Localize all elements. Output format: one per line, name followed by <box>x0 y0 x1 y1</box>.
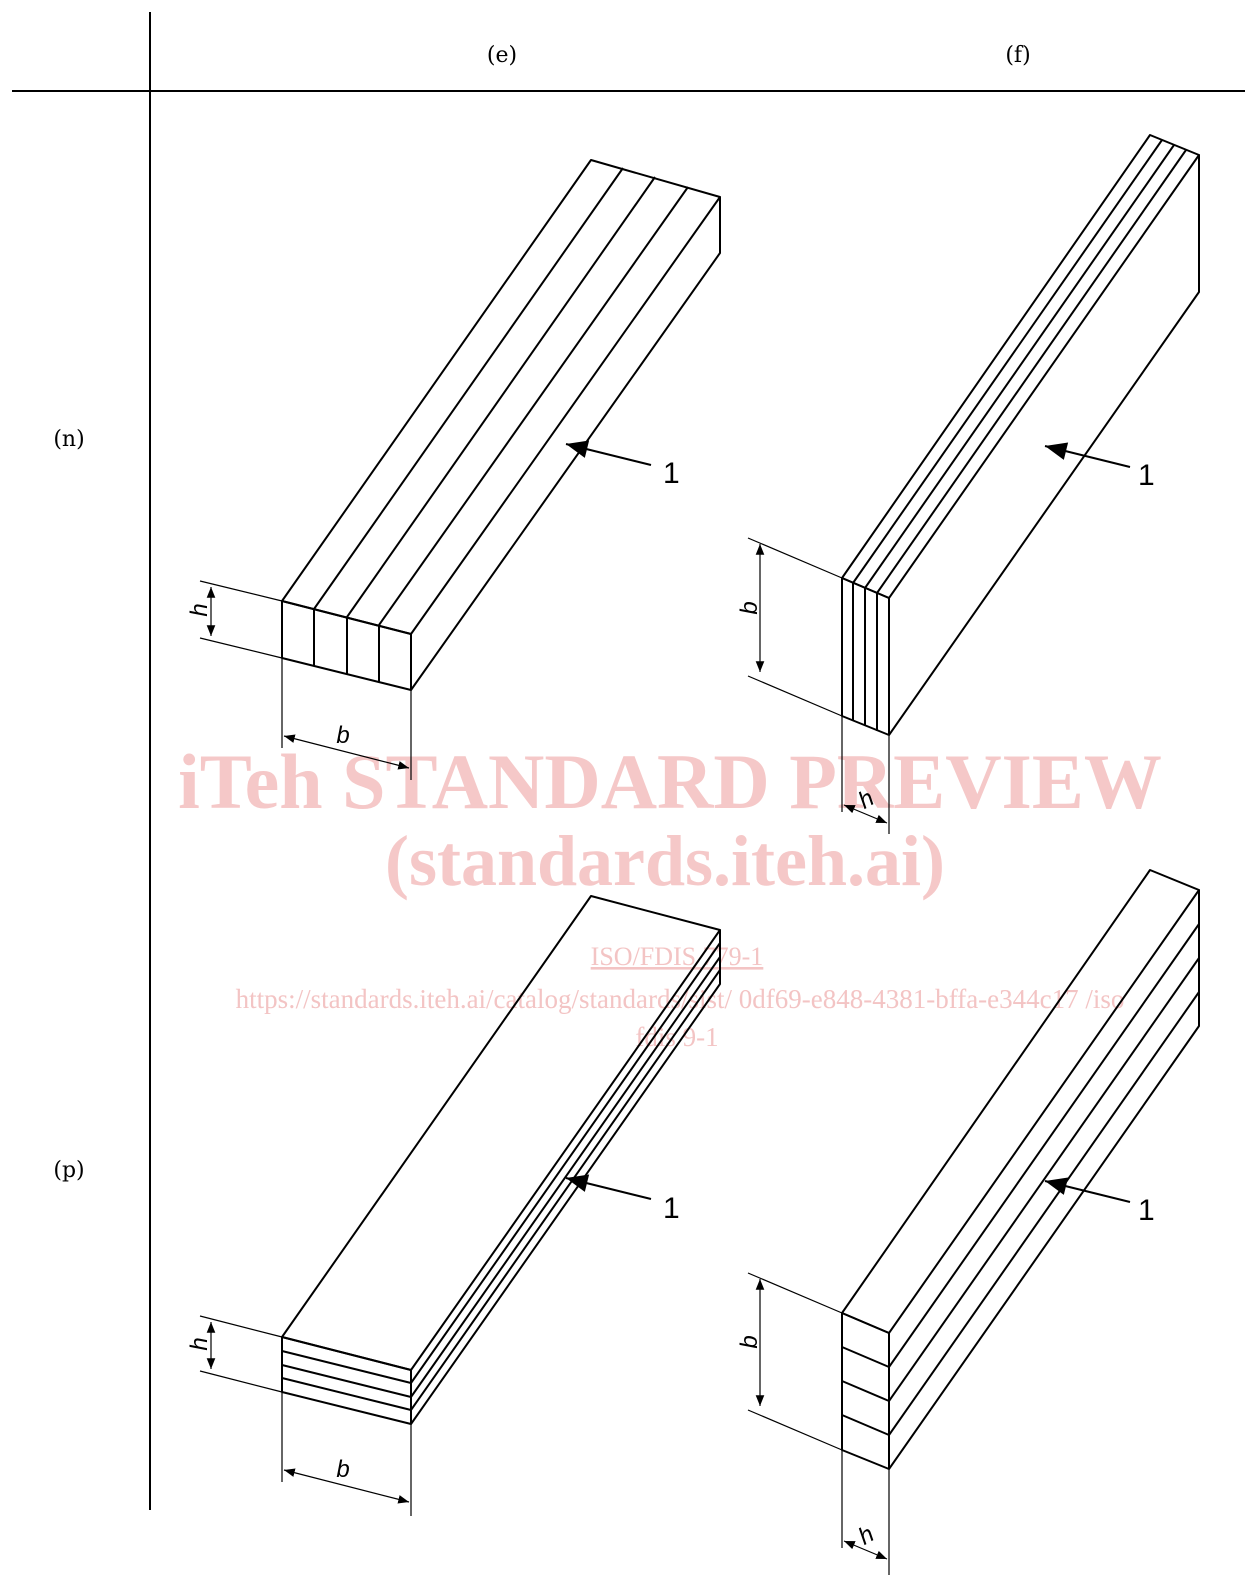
column-header-f: (f) <box>1005 43 1030 68</box>
lamella-line <box>888 957 1200 1402</box>
width-dimension-arrow <box>283 734 410 770</box>
width-dimension-label: b <box>336 1456 349 1483</box>
extension-line <box>747 537 843 579</box>
watermark-line-2: (standards.iteh.ai) <box>385 821 945 901</box>
beam-diagram-p-e: h b 1 <box>186 895 721 1516</box>
callout-leader <box>1044 1177 1131 1203</box>
lamella-line <box>281 1364 412 1398</box>
extension-line <box>199 580 283 602</box>
callout-leader <box>565 440 652 466</box>
lamella-line <box>346 176 656 618</box>
width-dimension-arrow <box>283 1468 410 1504</box>
row-header-n: (n) <box>53 427 84 452</box>
watermark-line-3: ISO/FDIS 779-1 <box>591 942 764 971</box>
lamella-line <box>410 969 721 1411</box>
beam-side-face <box>888 155 1200 736</box>
beam-side-face <box>888 890 1200 1470</box>
callout-label: 1 <box>663 457 680 490</box>
lamella-line <box>281 1377 412 1411</box>
extension-line <box>747 1272 843 1314</box>
lamella-line <box>410 942 721 1384</box>
width-dimension-label: b <box>336 722 349 749</box>
height-dimension-label: h <box>186 603 213 616</box>
lamella-line <box>876 149 1187 594</box>
lamella-line <box>410 956 721 1398</box>
height-dimension-arrow <box>843 1540 888 1560</box>
beam-diagram-p-f: b h 1 <box>736 869 1200 1575</box>
lamella-line <box>888 991 1200 1436</box>
height-dimension-label: h <box>186 1337 213 1350</box>
lamella-line <box>281 1350 412 1384</box>
callout-label: 1 <box>1138 459 1155 492</box>
lamella-line <box>313 167 624 610</box>
extension-line <box>199 637 283 659</box>
beam-diagram-n-e: h b 1 <box>186 159 721 780</box>
extension-line <box>199 1370 283 1393</box>
column-header-e: (e) <box>487 43 517 68</box>
callout-label: 1 <box>663 1192 680 1225</box>
beam-side-face <box>410 930 721 1425</box>
callout-leader <box>565 1174 652 1200</box>
lamella-line <box>852 139 1163 584</box>
height-dimension-arrow <box>843 804 888 824</box>
extension-line <box>199 1315 283 1338</box>
lamella-line <box>888 923 1200 1368</box>
lamella-line <box>841 1346 890 1368</box>
callout-leader <box>1044 442 1131 468</box>
lamella-line <box>864 144 1175 589</box>
lamella-line <box>378 186 689 626</box>
watermark: iTeh STANDARD PREVIEW (standards.iteh.ai… <box>178 738 1162 1052</box>
beam-diagram-n-f: b h 1 <box>736 134 1200 834</box>
width-dimension-label: b <box>736 1335 763 1348</box>
watermark-line-5: fdis 9-1 <box>635 1022 718 1052</box>
width-dimension-label: b <box>736 601 763 614</box>
extension-line <box>747 1409 843 1451</box>
table-frame <box>12 12 1245 1510</box>
extension-line <box>747 675 843 717</box>
lamella-line <box>841 1414 890 1436</box>
callout-label: 1 <box>1138 1194 1155 1227</box>
watermark-line-1: iTeh STANDARD PREVIEW <box>178 738 1162 825</box>
lamella-line <box>841 1380 890 1402</box>
beam-side-face <box>410 197 721 691</box>
row-header-p: (p) <box>53 1158 84 1183</box>
